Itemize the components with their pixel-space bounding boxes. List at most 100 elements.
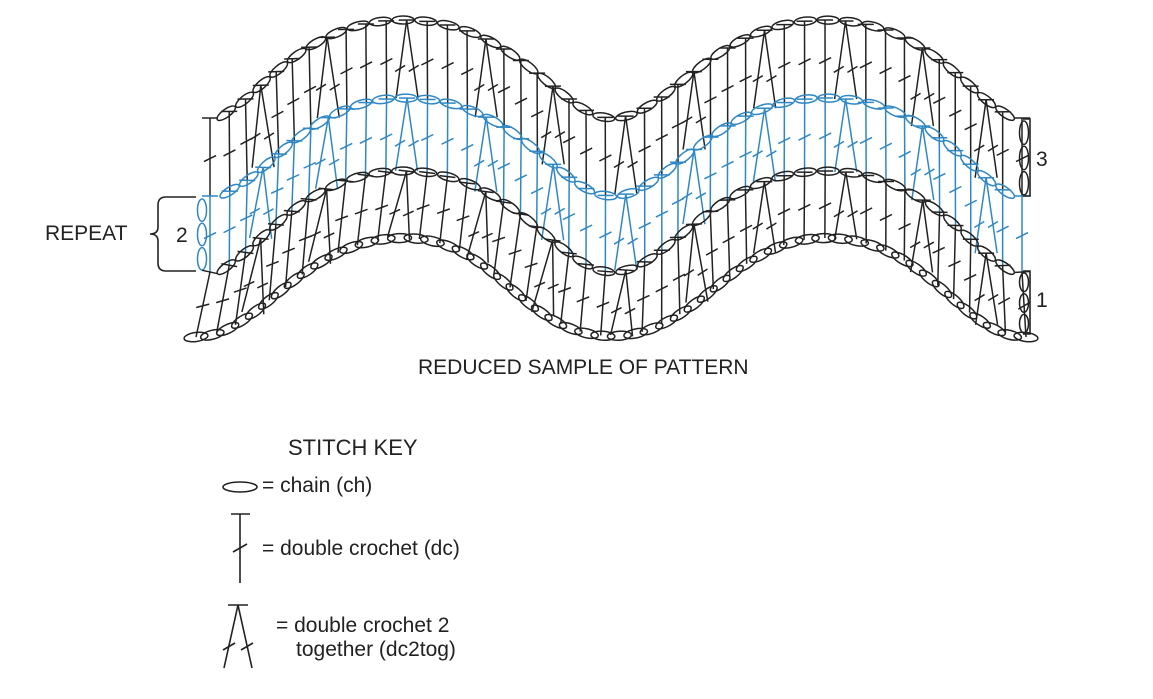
dc-stitch	[1014, 195, 1030, 272]
dc2tog-stitch	[394, 19, 420, 99]
chain-stitch	[778, 236, 804, 249]
dc2tog-stitch	[250, 84, 275, 168]
chain-stitch	[234, 91, 255, 109]
chain-stitch	[709, 274, 731, 293]
chain-stitch	[956, 301, 978, 320]
repeat-label: REPEAT	[45, 222, 128, 245]
turning-chain	[1018, 313, 1030, 334]
dc-stitch	[877, 29, 894, 109]
dc2tog-stitch	[609, 268, 636, 337]
dc-stitch	[357, 23, 374, 103]
chain-stitch	[844, 235, 870, 247]
chain-stitch	[876, 244, 900, 259]
chain-stitch	[325, 26, 348, 40]
dc-stitch	[578, 187, 595, 265]
chain-stitch	[592, 266, 616, 277]
chain-stitch	[536, 226, 556, 244]
chain-stitch	[959, 76, 979, 94]
dc-stitch	[817, 170, 834, 239]
dc2tog-key-text: = double crochet 2 together (dc2tog)	[276, 614, 456, 662]
dc2tog-key-line1: = double crochet 2	[276, 614, 450, 637]
chain-stitch	[466, 252, 489, 270]
dc-stitch	[669, 83, 686, 163]
dc-stitch	[719, 47, 736, 126]
dc2tog-icon	[222, 604, 254, 669]
dc-stitch	[962, 85, 979, 165]
chain-stitch	[623, 327, 649, 340]
chain-stitch	[419, 235, 445, 248]
dc2tog-stitch	[910, 125, 935, 201]
chain-stitch	[722, 264, 744, 283]
row-1-bracket	[1023, 270, 1031, 335]
stitch-key-symbols	[222, 481, 258, 669]
dc-stitch	[508, 212, 529, 288]
chain-stitch	[691, 57, 712, 74]
dc-stitch	[578, 109, 595, 189]
chain-stitch	[942, 139, 963, 157]
chain-stitch	[354, 236, 380, 249]
chain-stitch	[286, 199, 307, 216]
row-1	[195, 166, 1031, 338]
turning-chain	[1018, 120, 1030, 146]
chain-stitch	[219, 183, 240, 199]
dc2tog-stitch	[833, 171, 858, 240]
chain-stitch	[394, 93, 418, 103]
dc-stitch	[436, 174, 456, 244]
chain-stitch	[517, 294, 540, 312]
dc-stitch	[459, 30, 476, 110]
chain-stitch	[614, 110, 638, 122]
dc-stitch	[439, 102, 456, 177]
chain-stitch	[573, 327, 600, 340]
dc-stitch	[877, 107, 894, 182]
chain-stitch	[674, 224, 694, 241]
row-label-3: 3	[1036, 148, 1048, 171]
dc-stitch	[560, 98, 577, 178]
dc-stitch	[877, 180, 894, 251]
dc-stitch	[195, 269, 218, 338]
dc-stitch	[558, 251, 577, 325]
dc-stitch	[947, 224, 964, 300]
dc-stitch	[796, 98, 813, 173]
dc-stitch	[301, 46, 318, 129]
chain-stitch	[692, 134, 713, 151]
dc-stitch	[416, 170, 436, 240]
chain-stitch	[710, 44, 731, 60]
chain-stitch	[268, 213, 288, 231]
chain-stitch	[257, 291, 279, 310]
chain-stitch	[530, 304, 553, 322]
chain-stitch	[636, 253, 658, 268]
chain-stitch	[794, 94, 818, 104]
chain-stitch	[500, 45, 521, 61]
chain-key-text: = chain (ch)	[262, 474, 373, 497]
turning-chain	[196, 198, 208, 223]
dc-stitch	[653, 174, 670, 251]
dc-stitch	[896, 37, 913, 117]
dc-stitch	[419, 98, 436, 173]
chain-stitch	[749, 25, 773, 38]
dc-stitch	[378, 98, 395, 172]
chain-stitch	[924, 126, 945, 143]
dc-stitch	[596, 270, 614, 336]
dc-stitch	[456, 181, 476, 251]
dc-stitch	[439, 24, 456, 104]
chain-stitch	[339, 240, 364, 255]
dc-stitch	[796, 171, 813, 240]
dc-stitch	[492, 200, 512, 275]
dc2tog-stitch	[833, 98, 858, 173]
chain-stitch	[216, 105, 237, 122]
chain-stitch	[273, 141, 294, 159]
chain-stitch	[750, 103, 774, 116]
dc-stitch	[512, 59, 529, 139]
chain-stitch	[976, 91, 997, 109]
dc-stitch	[817, 97, 834, 172]
chain-stitch	[982, 321, 1007, 337]
chain-stitch	[931, 279, 953, 299]
dc-stitch	[354, 173, 374, 246]
chain-stitch	[905, 188, 926, 204]
chain-stitch	[816, 166, 840, 176]
chain-stitch	[729, 185, 751, 200]
dc2tog-stitch	[386, 169, 415, 240]
foundation-chain	[183, 232, 1039, 343]
dc2tog-key-line2: together (dc2tog)	[296, 638, 456, 661]
chain-stitch	[861, 20, 885, 32]
